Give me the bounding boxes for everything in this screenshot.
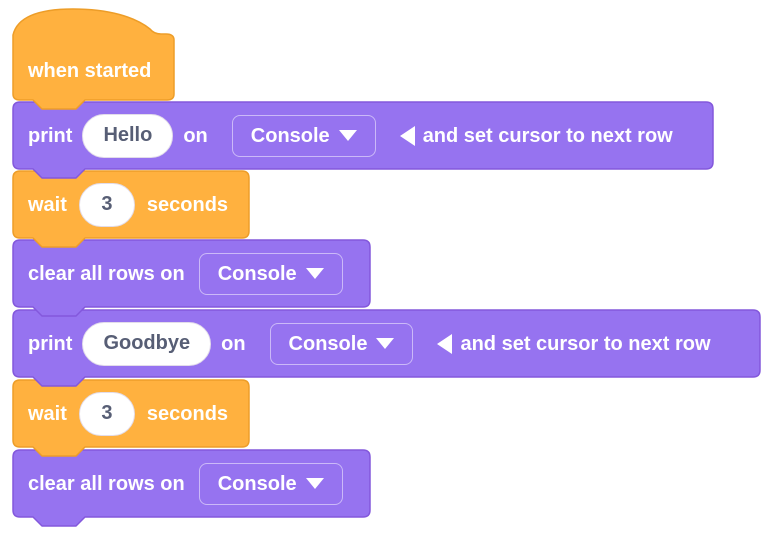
- dropdown-value: Console: [217, 262, 297, 285]
- hat-block-shape: [12, 8, 175, 110]
- block-label: on: [221, 332, 246, 355]
- console-dropdown[interactable]: Console: [231, 114, 376, 157]
- clear-all-rows-block[interactable]: clear all rows on Console: [12, 239, 371, 317]
- dropdown-value: Console: [217, 472, 297, 495]
- dropdown-arrow-icon: [376, 338, 395, 349]
- block-label: on: [183, 124, 208, 147]
- block-label: when started: [28, 59, 152, 82]
- number-input[interactable]: 3: [78, 182, 135, 227]
- block-label: seconds: [146, 402, 229, 425]
- collapse-arrow-icon: [399, 125, 415, 146]
- text-input[interactable]: Hello: [82, 113, 174, 158]
- console-dropdown[interactable]: Console: [198, 252, 343, 295]
- text-input[interactable]: Goodbye: [82, 321, 212, 366]
- dropdown-value: Console: [288, 332, 368, 355]
- wait-block[interactable]: wait 3 seconds: [12, 379, 250, 457]
- number-input[interactable]: 3: [78, 391, 135, 436]
- print-goodbye-block[interactable]: print Goodbye on Console and set cursor …: [12, 309, 761, 387]
- dropdown-arrow-icon: [305, 478, 324, 489]
- when-started-block[interactable]: when started: [12, 8, 175, 110]
- console-dropdown[interactable]: Console: [198, 462, 343, 505]
- stack-block-shape: [12, 449, 371, 527]
- block-label: and set cursor to next row: [422, 124, 673, 147]
- stack-block-shape: [12, 239, 371, 317]
- block-label: seconds: [146, 193, 229, 216]
- block-label: print: [28, 124, 73, 147]
- collapse-arrow-icon: [437, 333, 453, 354]
- dropdown-value: Console: [250, 124, 330, 147]
- block-label: clear all rows on: [28, 262, 185, 285]
- console-dropdown[interactable]: Console: [269, 322, 414, 365]
- clear-all-rows-block[interactable]: clear all rows on Console: [12, 449, 371, 527]
- stack-block-shape: [12, 101, 714, 179]
- block-label: wait: [28, 193, 67, 216]
- print-hello-block[interactable]: print Hello on Console and set cursor to…: [12, 101, 714, 179]
- block-label: clear all rows on: [28, 472, 185, 495]
- dropdown-arrow-icon: [338, 130, 357, 141]
- dropdown-arrow-icon: [305, 268, 324, 279]
- block-label: and set cursor to next row: [460, 332, 711, 355]
- block-label: wait: [28, 402, 67, 425]
- wait-block[interactable]: wait 3 seconds: [12, 170, 250, 248]
- block-label: print: [28, 332, 73, 355]
